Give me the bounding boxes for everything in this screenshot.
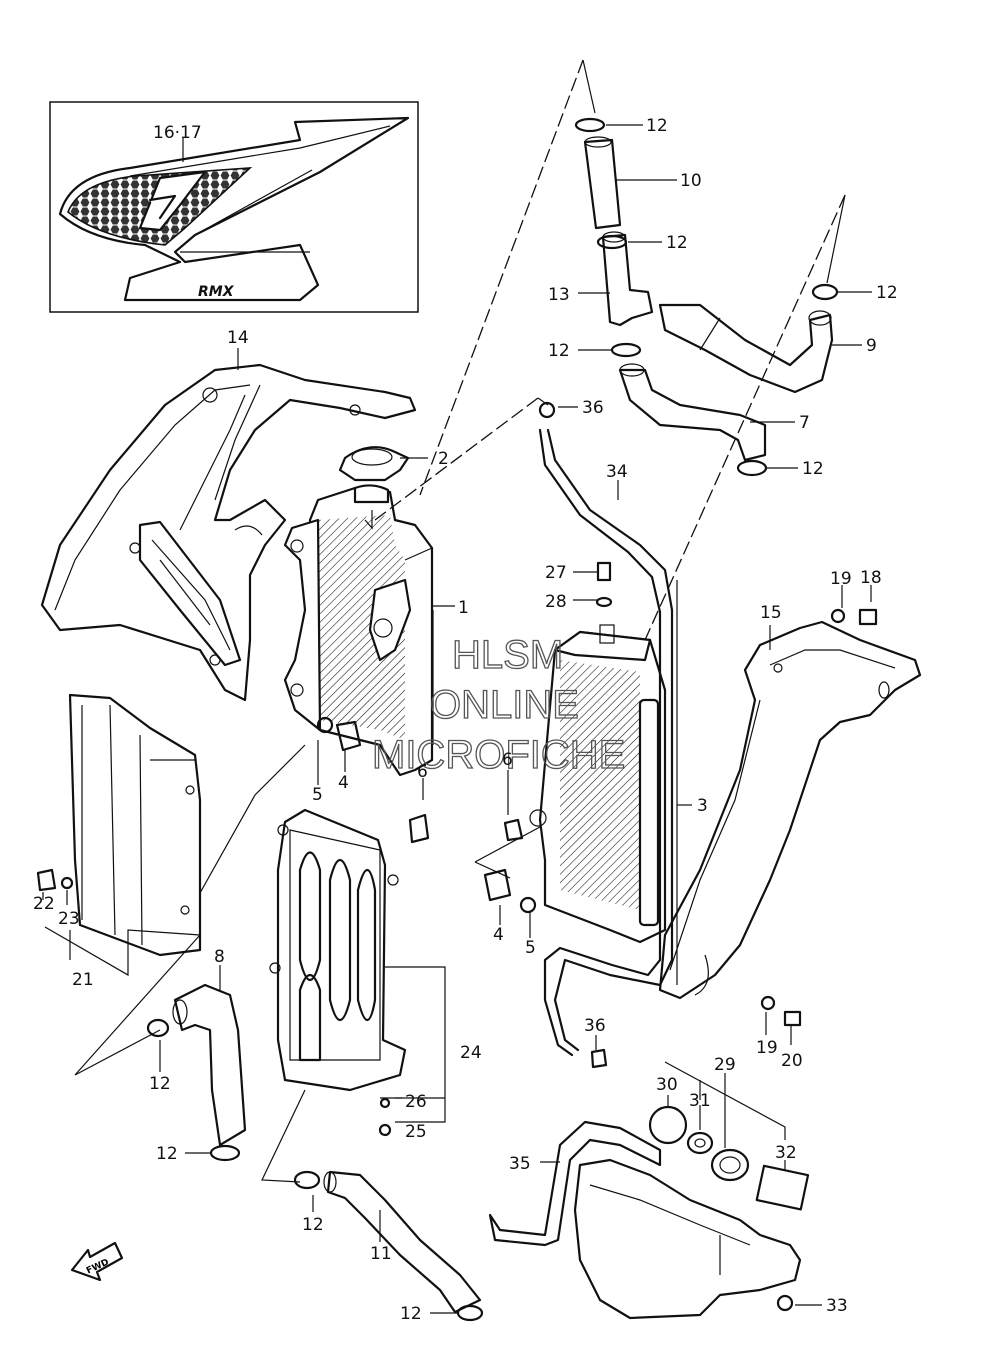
callout-5: 5 — [312, 785, 323, 805]
callout-32: 32 — [775, 1143, 797, 1163]
callout-18: 18 — [860, 568, 882, 588]
callout-36b: 36 — [584, 1016, 606, 1036]
callout-31: 31 — [689, 1091, 711, 1111]
callout-9: 9 — [866, 336, 877, 356]
callout-19: 19 — [830, 569, 852, 589]
callout-16-17: 16·17 — [153, 123, 202, 143]
callout-11: 11 — [370, 1244, 392, 1264]
callout-26: 26 — [405, 1092, 427, 1112]
callout-1: 1 — [458, 598, 469, 618]
callout-12g: 12 — [156, 1144, 178, 1164]
callouts: 1 2 3 4 4 5 5 6 6 7 8 9 10 11 12 12 12 1… — [33, 116, 898, 1324]
decal-inset — [49, 101, 419, 313]
callout-12f: 12 — [149, 1074, 171, 1094]
watermark-line-2: ONLINE — [430, 683, 579, 727]
callout-20: 20 — [781, 1051, 803, 1071]
side-cover — [68, 693, 202, 957]
callout-2: 2 — [438, 449, 449, 469]
radiator-shroud-right — [658, 620, 922, 1000]
callout-19b: 19 — [756, 1038, 778, 1058]
joint-13 — [601, 231, 654, 327]
callout-14: 14 — [227, 328, 249, 348]
watermark-line-1: HLSM — [452, 633, 563, 677]
callout-8: 8 — [214, 947, 225, 967]
hose-10 — [583, 136, 622, 230]
callout-23: 23 — [58, 909, 80, 929]
radiator-shroud-left — [40, 363, 417, 702]
callout-24: 24 — [460, 1043, 482, 1063]
callout-6b: 6 — [502, 750, 513, 770]
radiator-left — [283, 484, 434, 777]
callout-7: 7 — [799, 413, 810, 433]
callout-25: 25 — [405, 1122, 427, 1142]
hose-11 — [323, 1170, 482, 1314]
reference-lines — [74, 59, 846, 1183]
callout-29: 29 — [714, 1055, 736, 1075]
callout-3: 3 — [697, 796, 708, 816]
callout-21: 21 — [72, 970, 94, 990]
callout-4: 4 — [338, 773, 349, 793]
fwd-arrow: FWD — [70, 1241, 124, 1282]
callout-12i: 12 — [400, 1304, 422, 1324]
callout-12d: 12 — [876, 283, 898, 303]
watermark: HLSM ONLINE MICROFICHE — [371, 632, 626, 777]
callout-22: 22 — [33, 894, 55, 914]
hose-clamps — [146, 117, 839, 1322]
hose-9 — [658, 303, 834, 394]
callout-35: 35 — [509, 1154, 531, 1174]
callout-10: 10 — [680, 171, 702, 191]
callout-33: 33 — [826, 1296, 848, 1316]
callout-27: 27 — [545, 563, 567, 583]
decal-text: RMX — [198, 284, 235, 300]
callout-13: 13 — [548, 285, 570, 305]
callout-12a: 12 — [646, 116, 668, 136]
callout-12h: 12 — [302, 1215, 324, 1235]
callout-28: 28 — [545, 592, 567, 612]
callout-12b: 12 — [666, 233, 688, 253]
callout-15: 15 — [760, 603, 782, 623]
radiator-right — [529, 624, 667, 944]
callout-12c: 12 — [548, 341, 570, 361]
callout-5b: 5 — [525, 938, 536, 958]
reserve-tank — [488, 1105, 810, 1320]
fasteners — [36, 561, 878, 1312]
callout-4b: 4 — [493, 925, 504, 945]
callout-6: 6 — [417, 762, 428, 782]
watermark-line-3: MICROFICHE — [372, 733, 625, 777]
callout-12e: 12 — [802, 459, 824, 479]
callout-30: 30 — [656, 1075, 678, 1095]
hose-7 — [618, 363, 767, 462]
leader-lines — [42, 124, 872, 1314]
radiator-cap — [338, 446, 410, 482]
hose-long — [538, 428, 674, 1057]
radiator-guard — [269, 808, 407, 1092]
callout-34: 34 — [606, 462, 628, 482]
hose-8 — [172, 983, 247, 1147]
callout-36a: 36 — [582, 398, 604, 418]
